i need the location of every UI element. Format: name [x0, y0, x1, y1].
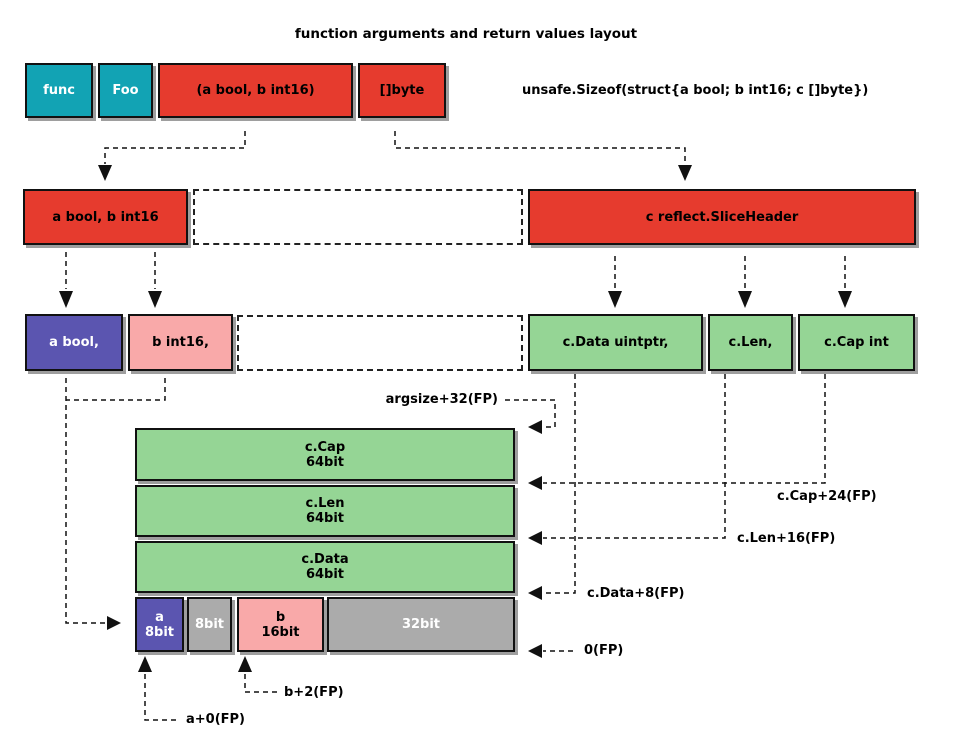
offset-b-label: b+2(FP) [284, 685, 344, 700]
stack-b-size: 16bit [261, 624, 300, 640]
sizeof-caption: unsafe.Sizeof(struct{a bool; b int16; c … [522, 83, 869, 98]
stack-pad8-size: 8bit [194, 617, 225, 632]
field-cdata-label: c.Data uintptr, [562, 335, 669, 350]
field-b-box: b int16, [128, 314, 233, 371]
args-label: (a bool, b int16) [196, 83, 315, 98]
field-cdata-box: c.Data uintptr, [528, 314, 703, 371]
arrow-down-args-group [98, 165, 112, 181]
arrow-left-clen [528, 531, 542, 545]
stack-b-name: b [275, 609, 286, 625]
stack-clen-slot: c.Len 64bit [135, 485, 515, 537]
func-keyword-box: func [25, 63, 93, 118]
stack-a-size: 8bit [144, 624, 175, 640]
offset-a-label: a+0(FP) [186, 712, 246, 727]
offset-argsize-label: argsize+32(FP) [385, 392, 498, 407]
slice-header-label: c reflect.SliceHeader [645, 209, 799, 225]
arrow-left-argsize [528, 420, 542, 434]
stack-a-name: a [155, 609, 164, 625]
arrow-left-zero [528, 644, 542, 658]
arrow-up-a [138, 656, 152, 672]
stack-ccap-name: c.Cap [304, 439, 346, 455]
stack-pad32-slot: 32bit [327, 597, 515, 652]
stack-pad8-slot: 8bit [187, 597, 232, 652]
stack-ccap-slot: c.Cap 64bit [135, 428, 515, 481]
field-ccap-box: c.Cap int [798, 314, 915, 371]
arrow-down-field-a [59, 291, 73, 308]
field-b-label: b int16, [152, 335, 209, 350]
diagram-title: function arguments and return values lay… [294, 26, 638, 42]
return-type-box: []byte [358, 63, 446, 118]
args-group-label: a bool, b int16 [52, 209, 159, 225]
offset-cdata-label: c.Data+8(FP) [587, 586, 685, 601]
field-clen-label: c.Len, [728, 335, 773, 350]
field-row-placeholder-box [237, 315, 523, 371]
stack-pad32-size: 32bit [401, 617, 441, 632]
func-keyword-label: func [43, 83, 75, 98]
stack-clen-name: c.Len [305, 496, 345, 511]
stack-cdata-size: 64bit [305, 567, 345, 582]
field-a-box: a bool, [25, 314, 123, 371]
arrow-down-clen [738, 291, 752, 308]
arrow-right-packed-word [107, 616, 121, 630]
offset-ccap-label: c.Cap+24(FP) [777, 489, 877, 504]
stack-clen-size: 64bit [305, 511, 345, 526]
arrow-left-cdata [528, 586, 542, 600]
func-name-box: Foo [98, 63, 153, 118]
field-clen-box: c.Len, [708, 314, 793, 371]
slice-header-box: c reflect.SliceHeader [528, 189, 916, 245]
arrow-down-slice-header [678, 165, 692, 181]
mid-row-placeholder-box [193, 189, 523, 245]
args-box: (a bool, b int16) [158, 63, 353, 118]
arrow-left-ccap [528, 476, 542, 490]
stack-a-slot: a 8bit [135, 597, 184, 652]
arrow-down-ccap [838, 291, 852, 308]
arrow-up-b [238, 656, 252, 672]
func-name-label: Foo [112, 83, 139, 98]
offset-clen-label: c.Len+16(FP) [737, 531, 836, 546]
arrow-down-cdata [608, 291, 622, 308]
field-a-label: a bool, [49, 335, 99, 350]
stack-cdata-slot: c.Data 64bit [135, 541, 515, 593]
stack-cdata-name: c.Data [301, 552, 349, 567]
field-ccap-label: c.Cap int [824, 335, 889, 350]
arrow-down-field-b [148, 291, 162, 308]
return-type-label: []byte [379, 83, 425, 98]
stack-b-slot: b 16bit [237, 597, 324, 652]
offset-zero-label: 0(FP) [584, 643, 624, 658]
args-group-box: a bool, b int16 [23, 189, 188, 245]
stack-ccap-size: 64bit [305, 454, 345, 470]
